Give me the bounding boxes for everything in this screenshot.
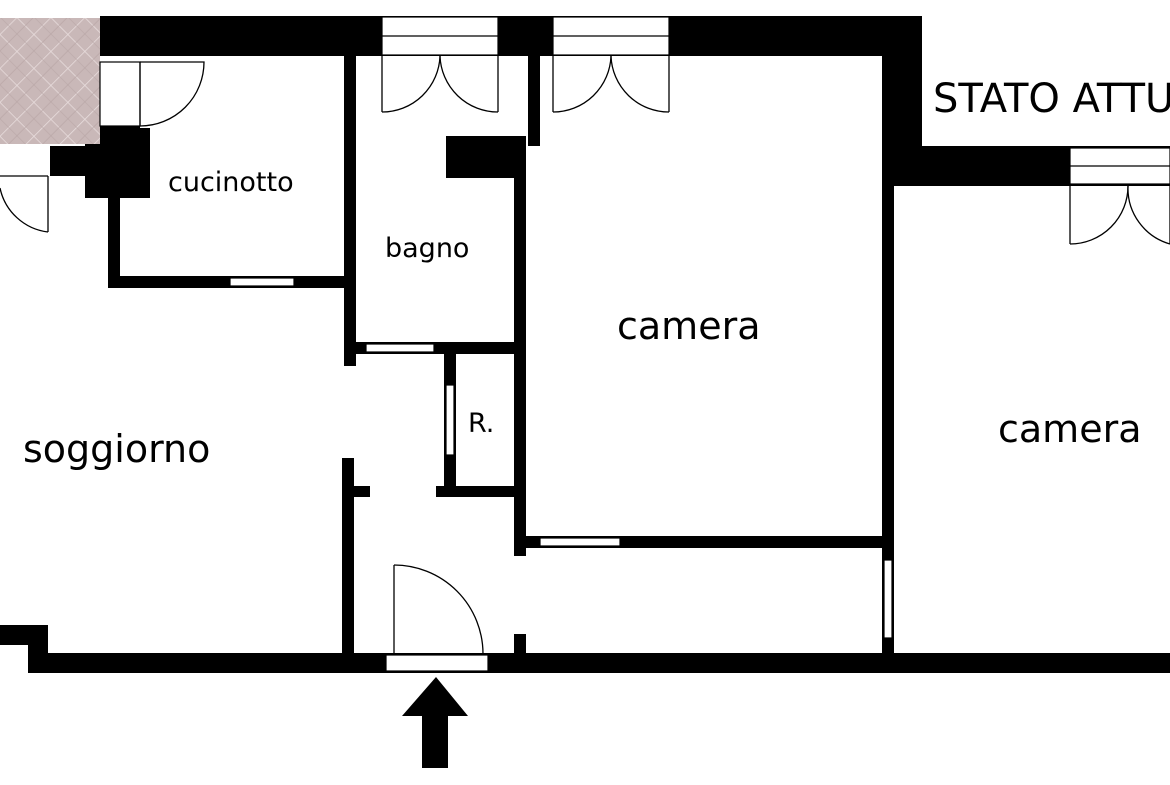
window-bagno-bottom bbox=[365, 343, 435, 353]
window-kitchen-door bbox=[99, 61, 141, 127]
wall-top-outer bbox=[100, 16, 922, 56]
wall-bagno-top-right bbox=[528, 56, 540, 146]
wall-corridor-left bbox=[342, 458, 354, 658]
wall-camera1-right bbox=[882, 160, 894, 660]
room-label-camera-1: camera bbox=[617, 304, 760, 348]
wall-rip-bottom bbox=[436, 486, 526, 497]
terrace-tiles bbox=[0, 18, 100, 144]
windows bbox=[99, 16, 1170, 672]
wall-kitchen-left bbox=[108, 176, 120, 288]
wall-corridor-stub bbox=[342, 486, 370, 497]
wall-bagno-jamb bbox=[446, 136, 526, 178]
door-swings bbox=[0, 55, 1170, 655]
window-camera2-left bbox=[883, 559, 893, 639]
room-label-cucinotto: cucinotto bbox=[168, 167, 294, 198]
wall-bottom-left-step-2 bbox=[28, 625, 48, 673]
window-camera1-bottom bbox=[539, 537, 621, 547]
room-label-ripostiglio: R. bbox=[468, 408, 494, 439]
room-label-camera-2: camera bbox=[998, 407, 1141, 451]
wall-bottom-outer bbox=[28, 653, 1170, 673]
room-label-bagno: bagno bbox=[385, 233, 469, 264]
wall-bagno-left bbox=[344, 56, 356, 366]
window-rip-left bbox=[445, 384, 455, 456]
window-kitchen-bottom bbox=[229, 277, 295, 287]
entrance-threshold bbox=[385, 654, 489, 672]
walls bbox=[0, 16, 1170, 673]
plan-title: STATO ATTU bbox=[933, 76, 1170, 122]
room-label-soggiorno: soggiorno bbox=[23, 427, 210, 471]
wall-corridor-small bbox=[514, 634, 526, 658]
entrance-arrow-icon bbox=[402, 677, 468, 768]
